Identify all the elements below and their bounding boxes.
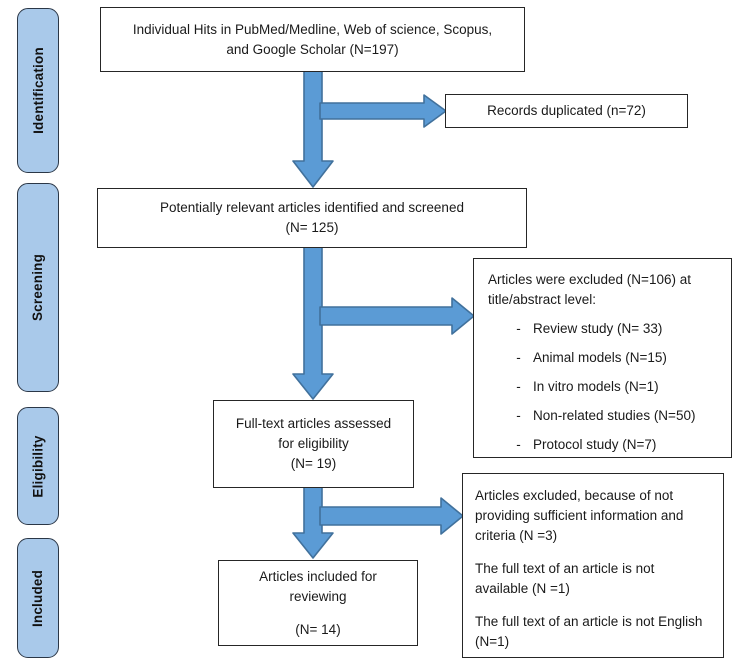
- arrow-down-icon: [292, 245, 334, 400]
- arrow-down-icon: [292, 69, 334, 188]
- excluded-eligibility-p2: The full text of an article is not avail…: [475, 561, 655, 596]
- excluded-item: - Animal models (N=15): [504, 348, 723, 368]
- arrow-down-icon: [292, 485, 334, 559]
- dash-bullet: -: [516, 321, 521, 336]
- box-included-line2: reviewing: [289, 588, 347, 604]
- excluded-item-label: Review study (N= 33): [533, 321, 663, 336]
- stage-identification: Identification: [17, 8, 59, 173]
- box-excluded-screening: Articles were excluded (N=106) at title/…: [473, 258, 732, 458]
- dash-bullet: -: [516, 379, 521, 394]
- excluded-item-label: Non-related studies (N=50): [533, 408, 696, 423]
- excluded-item: - Protocol study (N=7): [504, 435, 723, 455]
- excluded-item: - In vitro models (N=1): [504, 377, 723, 397]
- dash-bullet: -: [516, 408, 521, 423]
- stage-screening-label: Screening: [30, 253, 46, 322]
- box-fulltext-line1: Full-text articles assessed: [235, 416, 392, 431]
- arrow-right-icon: [319, 297, 475, 335]
- box-fulltext-assessed: Full-text articles assessed for eligibil…: [213, 400, 414, 488]
- box-fulltext-line2: for eligibility: [278, 436, 349, 451]
- excluded-item: - Non-related studies (N=50): [504, 406, 723, 426]
- box-included-line3: (N= 14): [295, 621, 341, 637]
- arrow-right-icon: [319, 94, 447, 128]
- stage-included-label: Included: [30, 569, 46, 627]
- dash-bullet: -: [516, 350, 521, 365]
- stage-included: Included: [17, 538, 59, 658]
- box-screened-line2: (N= 125): [285, 220, 339, 235]
- box-individual-hits: Individual Hits in PubMed/Medline, Web o…: [100, 7, 525, 72]
- box-individual-hits-line2: and Google Scholar (N=197): [226, 41, 399, 57]
- box-articles-included: Articles included for reviewing (N= 14): [218, 560, 418, 646]
- box-records-duplicated-label: Records duplicated (n=72): [487, 103, 646, 118]
- stage-identification-label: Identification: [30, 47, 46, 134]
- box-screened: Potentially relevant articles identified…: [97, 188, 527, 248]
- excluded-item-label: Animal models (N=15): [533, 350, 667, 365]
- box-excluded-eligibility: Articles excluded, because of not provid…: [462, 473, 724, 658]
- box-records-duplicated: Records duplicated (n=72): [445, 94, 688, 128]
- excluded-item: - Review study (N= 33): [504, 319, 723, 339]
- box-excluded-screening-intro: Articles were excluded (N=106) at title/…: [488, 272, 691, 307]
- box-included-line1: Articles included for: [259, 568, 377, 584]
- excluded-item-label: In vitro models (N=1): [533, 379, 659, 394]
- box-fulltext-line3: (N= 19): [290, 456, 337, 471]
- box-individual-hits-line1: Individual Hits in PubMed/Medline, Web o…: [132, 21, 493, 37]
- excluded-eligibility-p1: Articles excluded, because of not provid…: [475, 488, 684, 543]
- excluded-eligibility-p3: The full text of an article is not Engli…: [475, 614, 703, 649]
- stage-screening: Screening: [17, 183, 59, 392]
- box-screened-line1: Potentially relevant articles identified…: [160, 200, 464, 215]
- arrow-right-icon: [319, 497, 464, 535]
- dash-bullet: -: [516, 437, 521, 452]
- excluded-item-label: Protocol study (N=7): [533, 437, 657, 452]
- stage-eligibility-label: Eligibility: [30, 434, 46, 498]
- stage-eligibility: Eligibility: [17, 407, 59, 525]
